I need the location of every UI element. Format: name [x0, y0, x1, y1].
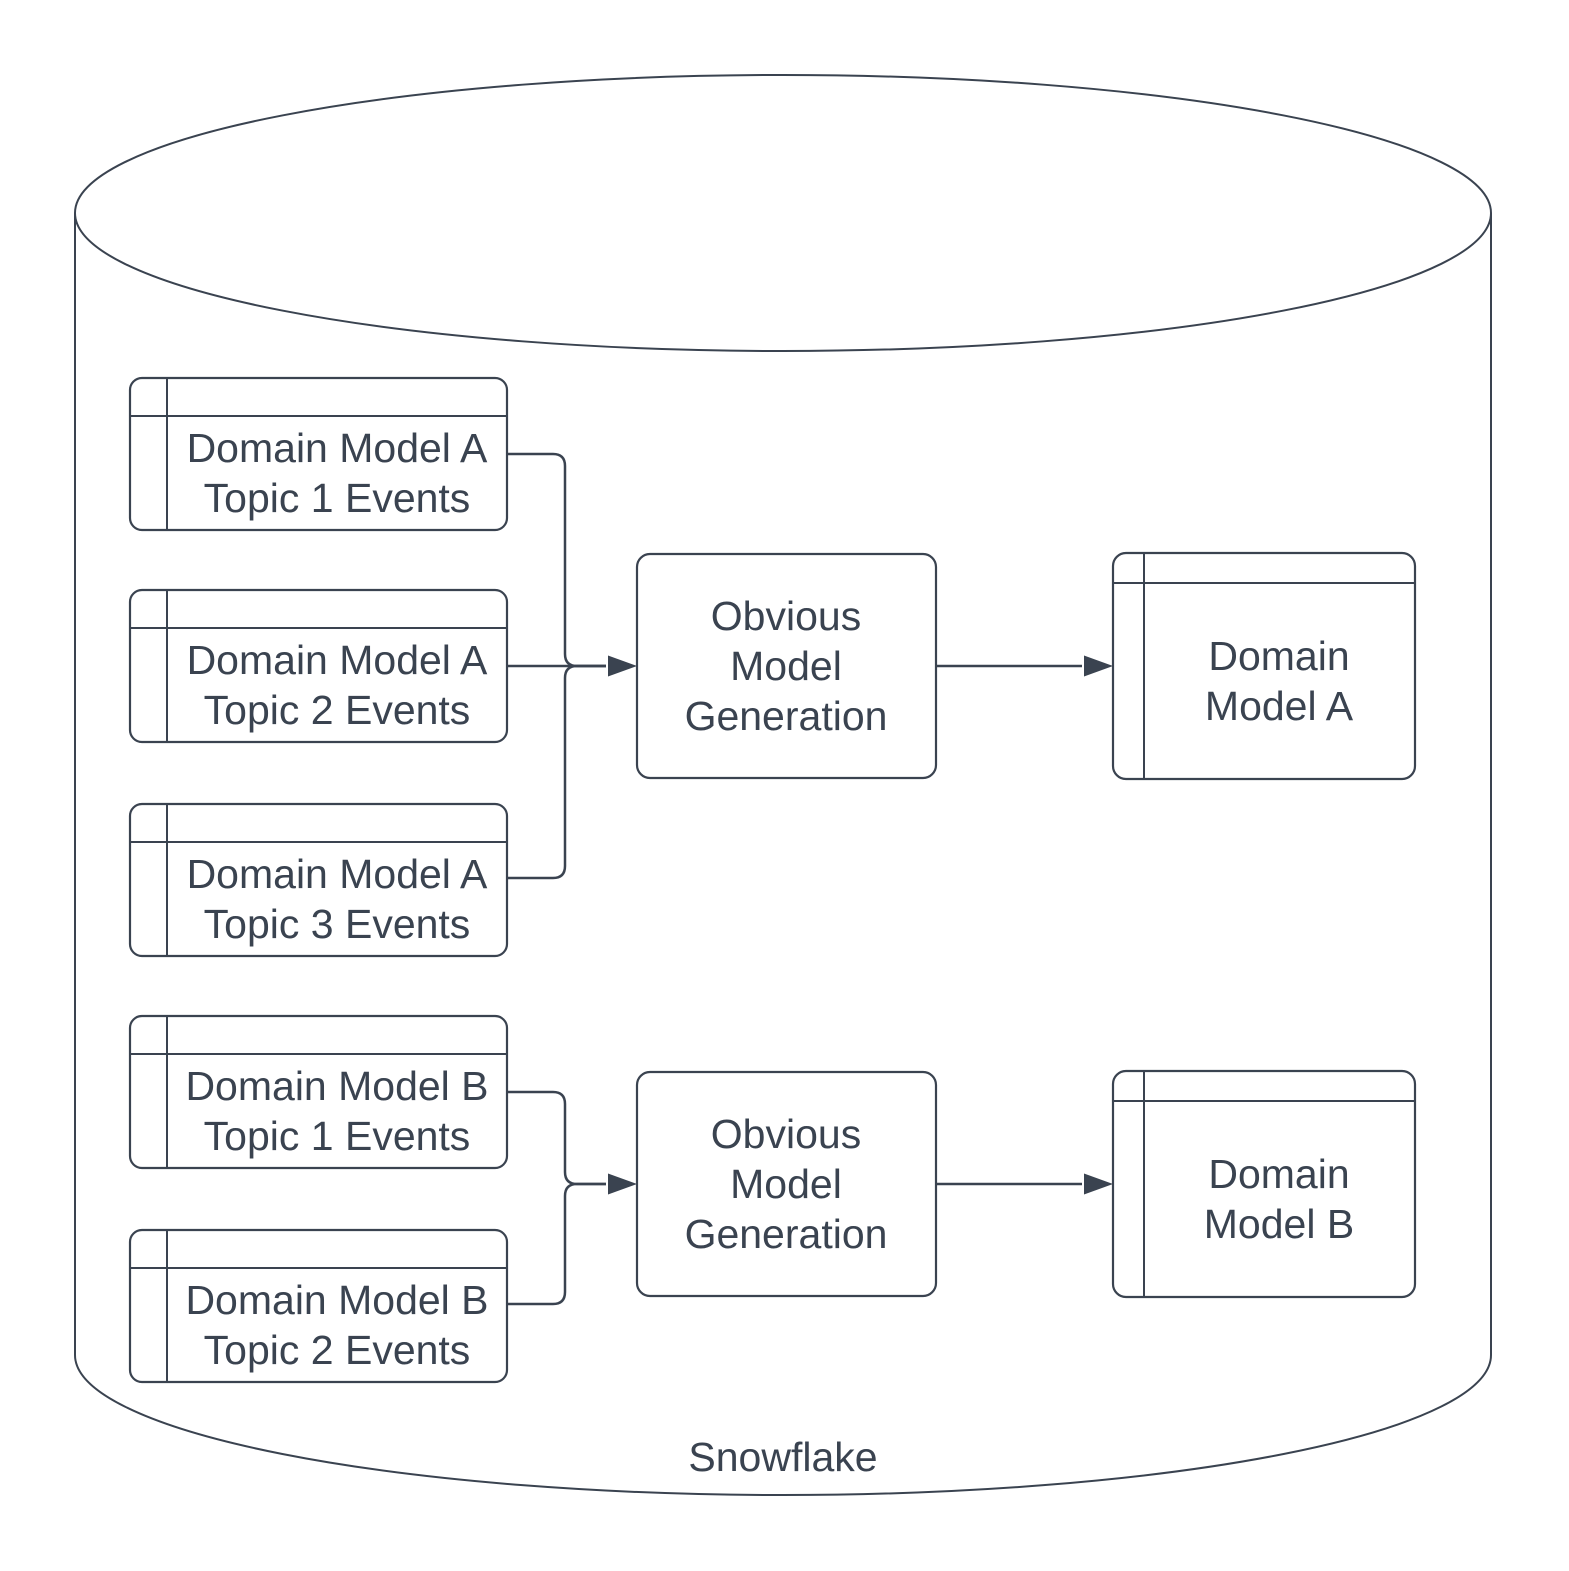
table-label-line1: Domain Model A	[187, 425, 488, 471]
connector-a1	[507, 452, 606, 668]
process-label-line3: Generation	[685, 1211, 888, 1257]
table-label-line1: Domain	[1208, 1151, 1349, 1197]
table-shape	[1111, 1069, 1417, 1299]
table-label-line1: Domain Model A	[187, 851, 488, 897]
process-box-b: Obvious Model Generation	[635, 1070, 938, 1298]
cylinder-bottom-arc	[74, 1354, 1492, 1496]
table-label-line2: Model A	[1205, 683, 1354, 729]
arrowhead-into-output-a	[1084, 655, 1113, 677]
table-label-line2: Topic 1 Events	[204, 475, 471, 521]
connectors-group-a	[507, 452, 637, 880]
arrowhead-into-process-b	[608, 1173, 637, 1195]
table-label-line2: Topic 2 Events	[204, 687, 471, 733]
table-shape	[1111, 551, 1417, 781]
table-label-line2: Topic 3 Events	[204, 901, 471, 947]
arrowhead-into-output-b	[1084, 1173, 1113, 1195]
source-table-a3: Domain Model A Topic 3 Events	[128, 802, 509, 958]
snowflake-cylinder	[74, 74, 1492, 1496]
source-table-a1: Domain Model A Topic 1 Events	[128, 376, 509, 532]
table-label-line1: Domain Model A	[187, 637, 488, 683]
cylinder-top-ellipse	[74, 74, 1492, 352]
process-label-line3: Generation	[685, 693, 888, 739]
snowflake-label: Snowflake	[688, 1434, 877, 1480]
process-label-line2: Model	[730, 643, 842, 689]
output-table-a: Domain Model A	[1111, 551, 1417, 781]
source-table-a2: Domain Model A Topic 2 Events	[128, 588, 509, 744]
process-label-line2: Model	[730, 1161, 842, 1207]
output-table-b: Domain Model B	[1111, 1069, 1417, 1299]
table-label-line1: Domain Model B	[185, 1277, 488, 1323]
connectors-group-b	[507, 1090, 637, 1306]
table-label-line1: Domain	[1208, 633, 1349, 679]
process-label-line1: Obvious	[711, 593, 861, 639]
connector-b2	[507, 1182, 606, 1306]
source-table-b1: Domain Model B Topic 1 Events	[128, 1014, 509, 1170]
table-label-line2: Topic 1 Events	[204, 1113, 471, 1159]
connector-b1	[507, 1090, 606, 1186]
source-table-b2: Domain Model B Topic 2 Events	[128, 1228, 509, 1384]
connector-a3	[507, 664, 606, 880]
arrow-process-a-to-output-a	[936, 655, 1113, 677]
process-label-line1: Obvious	[711, 1111, 861, 1157]
table-label-line1: Domain Model B	[185, 1063, 488, 1109]
process-box-a: Obvious Model Generation	[635, 552, 938, 780]
arrow-process-b-to-output-b	[936, 1173, 1113, 1195]
arrowhead-into-process-a	[608, 655, 637, 677]
table-label-line2: Model B	[1204, 1201, 1354, 1247]
table-label-line2: Topic 2 Events	[204, 1327, 471, 1373]
